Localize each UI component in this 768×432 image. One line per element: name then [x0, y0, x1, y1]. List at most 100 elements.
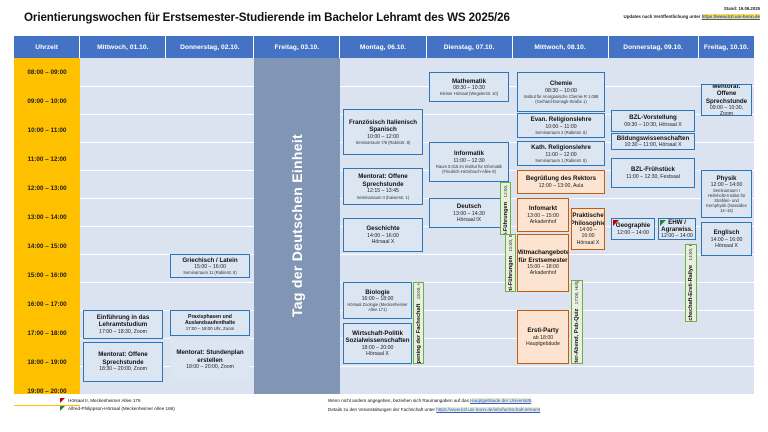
event-mathematik[interactable]: Mathematik 08:30 – 10:30 Kleiner Hörsaal…: [429, 72, 509, 102]
event-mentorat-offene-sprechstunde-0610[interactable]: Mentorat: Offene Sprechstunde 12:15 – 13…: [343, 168, 423, 205]
event-time: 12:00 – 14:00: [710, 182, 743, 189]
event-physik[interactable]: Physik 12:00 – 14:00 Seminarraum I Helmh…: [701, 170, 752, 218]
event-bzl-vorstellung[interactable]: BZL-Vorstellung 09:30 – 10:30, Hörsaal X: [611, 110, 695, 132]
event-title: Master-Abend, Pub-Quiz: [574, 308, 580, 364]
event-master-abend-pub-quiz[interactable]: Master-Abend, Pub-Quiz 17:00, Hofgarten: [571, 280, 583, 364]
event-title: BZL-Vorstellung: [629, 114, 677, 122]
footer-note-fachschaft: Details zu den Veranstaltungen der Fachs…: [328, 407, 541, 412]
event-geschichte[interactable]: Geschichte 14:00 – 16:00 Hörsaal X: [343, 218, 423, 252]
event-title: Bildungswissenschaften: [616, 134, 690, 142]
event-bildungswissenschaften[interactable]: Bildungswissenschaften 10:30 – 11:00, Hö…: [611, 133, 695, 150]
event-time: 11:00 – 12:00: [545, 151, 577, 158]
legend-text: Hörsaal II, Meckenheimer Allee 176: [68, 398, 141, 403]
event-room: Kleiner Hörsaal (Wegelerstr. 10): [439, 91, 499, 97]
event-katholische-religionslehre[interactable]: Kath. Religionslehre 11:00 – 12:00 Semin…: [517, 141, 605, 166]
event-praktische-philosophie[interactable]: (Praktische) Philosophie 14:00 – 16:00 H…: [571, 208, 605, 250]
event-title: Uni-Führungen: [502, 201, 509, 235]
footer-note-link[interactable]: Hauptgebäude der Universität: [470, 398, 532, 403]
event-chemie[interactable]: Chemie 08:30 – 10:00 Institut für Anorga…: [517, 72, 605, 112]
event-title: Physik: [716, 174, 737, 182]
event-room: Seminarraum 1 (Rabinstr. 8): [535, 157, 587, 163]
event-franzoesisch-italienisch-spanisch[interactable]: Französisch Italienisch Spanisch 10:00 –…: [343, 109, 423, 155]
event-room: Seminarraum II (Kaiserstr. 1): [356, 194, 410, 200]
event-begruessung-des-rektors[interactable]: Begrüßung des Rektors 12:00 – 13:00, Aul…: [517, 170, 605, 194]
event-ersti-party[interactable]: Ersti-Party ab 18:00 Hauptgebäude: [517, 310, 569, 364]
column-header-mi-0810: Mittwoch, 08.10.: [512, 36, 609, 58]
event-ersti-opening-fachschaft[interactable]: Ersti-Opening der Fachschaft 18:00, Hofg…: [413, 282, 424, 364]
event-time: 12:00 – 13:00, Aula: [538, 182, 584, 189]
event-infomarkt[interactable]: Infomarkt 13:00 – 15:00 Arkadenhof: [517, 198, 569, 232]
event-room: Hörsaal X: [715, 242, 738, 249]
event-uni-fuehrungen-0810[interactable]: Uni-Führungen 15:00, BZL: [505, 234, 516, 292]
event-time: 08:30 – 10:30: [453, 85, 485, 92]
event-room: Seminarraum 11 (Rabinstr. 8): [183, 270, 237, 276]
time-slot: 14:00 – 15:00: [14, 232, 80, 261]
footer-note-rooms: Wenn nicht anders angegeben, beziehen si…: [328, 398, 540, 403]
event-time: 17:00, Hofgarten: [574, 280, 579, 305]
event-title: Geographie: [615, 222, 651, 230]
update-note-link[interactable]: https://www.bzl.uni-bonn.de: [701, 14, 760, 19]
event-ehw-agrarwissenschaften[interactable]: EHW / Agrarwiss. 12:00 – 14:00: [658, 218, 696, 240]
page-title: Orientierungswochen für Erstsemester-Stu…: [24, 11, 510, 24]
event-wirtschaft-politik-sozialwissenschaften[interactable]: Wirtschaft-Politik Sozialwissenschaften …: [343, 323, 412, 364]
event-englisch[interactable]: Englisch 14:00 – 16:00 Hörsaal X: [701, 222, 752, 256]
event-mentorat-stundenplan-erstellen[interactable]: Mentorat: Stundenplan erstellen 18:00 – …: [170, 338, 250, 382]
event-title: Einführung in das Lehramtstudium: [96, 313, 150, 329]
event-title: Uni-Führungen: [507, 256, 514, 292]
event-fachschaft-ersti-rallye[interactable]: Fachschaft-Ersti-Rallye 14:00, BZL: [685, 244, 697, 322]
event-room: Hörsaal Zoologie (Meckenheimer Allee 171…: [347, 302, 408, 313]
event-time: 14:00, BZL: [688, 244, 693, 261]
update-note-prefix: Updates nach Veröffentlichung unter: [623, 14, 702, 19]
event-room: Hörsaal IX: [456, 216, 482, 223]
event-geographie[interactable]: Geographie 12:00 – 14:00: [611, 218, 655, 240]
event-time: 17:00 – 18:30, Zoom: [99, 328, 147, 335]
event-informatik[interactable]: Informatik 11:00 – 12:30 Raum 0.016 im I…: [429, 142, 509, 182]
event-time: 18:00, Hofgarten: [416, 283, 421, 299]
green-flag-icon: [660, 220, 666, 226]
event-einfuehrung-lehramtstudium[interactable]: Einführung in das Lehramtstudium 17:00 –…: [83, 310, 163, 339]
holiday-column-tag-der-deutschen-einheit: Tag der Deutschen Einheit: [254, 58, 340, 394]
event-time: 09:30 – 10:30, Hörsaal X: [624, 121, 682, 128]
event-title: Mitmachangebote für Erstsemester: [517, 249, 569, 264]
event-time: 12:00 – 14:00: [661, 233, 693, 240]
event-room: Seminarraum 2 (Rabinstr. 8): [535, 129, 587, 135]
event-mentorat-offene-sprechstunde-0110[interactable]: Mentorat: Offene Sprechstunde 18:30 – 20…: [83, 342, 163, 382]
column-header-fr-1010: Freitag, 10.10.: [698, 36, 754, 58]
event-time: 14:00 – 16:00: [367, 232, 399, 239]
event-bzl-fruehstueck[interactable]: BZL-Frühstück 11:00 – 12:30, Festsaal: [611, 158, 695, 188]
event-vertical-text: Ersti-Opening der Fachschaft 18:00, Hofg…: [414, 283, 423, 364]
event-praxisphasen-auslandsaufenthalte[interactable]: Praxisphasen und Auslandsaufenthalte 17:…: [170, 310, 250, 336]
footer: Hörsaal II, Meckenheimer Allee 176 Alfre…: [0, 396, 768, 432]
event-evangelische-religionslehre[interactable]: Evan. Religionslehre 10:00 – 11:00 Semin…: [517, 113, 605, 138]
event-title: Chemie: [549, 80, 573, 88]
time-column: 08:00 – 09:00 09:00 – 10:00 10:00 – 11:0…: [14, 58, 80, 406]
schedule-grid: Uhrzeit Mittwoch, 01.10. Donnerstag, 02.…: [14, 36, 755, 406]
event-time: 08:30 – 10:00: [545, 87, 577, 94]
event-title: Wirtschaft-Politik Sozialwissenschaften: [345, 329, 410, 345]
event-mentorat-offene-sprechstunde-1010[interactable]: Mentorat: Offene Sprechstunde 09:00 – 10…: [701, 84, 752, 116]
event-deutsch[interactable]: Deutsch 13:00 – 14:30 Hörsaal IX: [429, 198, 509, 228]
event-room: Hörsaal X: [371, 238, 395, 245]
event-griechisch-latein[interactable]: Griechisch / Latein 15:00 – 16:00 Semina…: [170, 254, 250, 278]
event-time: 10:30 – 11:00, Hörsaal X: [624, 142, 682, 149]
event-time: 14:00 – 16:00: [579, 227, 597, 240]
event-title: Praxisphasen und Auslandsaufenthalte: [184, 313, 236, 326]
event-room: Arkadenhof: [529, 218, 557, 225]
event-title: Ersti-Opening der Fachschaft: [415, 303, 422, 364]
schedule-body: 08:00 – 09:00 09:00 – 10:00 10:00 – 11:0…: [14, 58, 755, 406]
event-title: Mentorat: Stundenplan erstellen: [176, 349, 244, 364]
event-room: Arkadenhof: [529, 270, 557, 277]
event-biologie[interactable]: Biologie 16:00 – 18:00 Hörsaal Zoologie …: [343, 282, 412, 319]
time-slot: 16:00 – 17:00: [14, 290, 80, 319]
footer-notes: Wenn nicht anders angegeben, beziehen si…: [328, 398, 541, 416]
event-mitmachangebote-erstsemester[interactable]: Mitmachangebote für Erstsemester 15:00 –…: [517, 234, 569, 292]
row-divider: [80, 254, 754, 255]
column-header-uhrzeit: Uhrzeit: [14, 36, 81, 58]
title-bar: Orientierungswochen für Erstsemester-Stu…: [0, 0, 768, 34]
event-vertical-text: Master-Abend, Pub-Quiz 17:00, Hofgarten: [572, 280, 582, 364]
event-time: 15:00 – 18:00: [527, 264, 559, 271]
event-uni-fuehrungen-0710[interactable]: Uni-Führungen 12:00, BZL: [500, 182, 511, 235]
footer-note-link[interactable]: https://www.bzl.uni-bonn.de/info/fachsch…: [436, 407, 541, 412]
column-header-do-0210: Donnerstag, 02.10.: [166, 36, 255, 58]
event-title: Mentorat: Offene Sprechstunde: [358, 173, 408, 188]
